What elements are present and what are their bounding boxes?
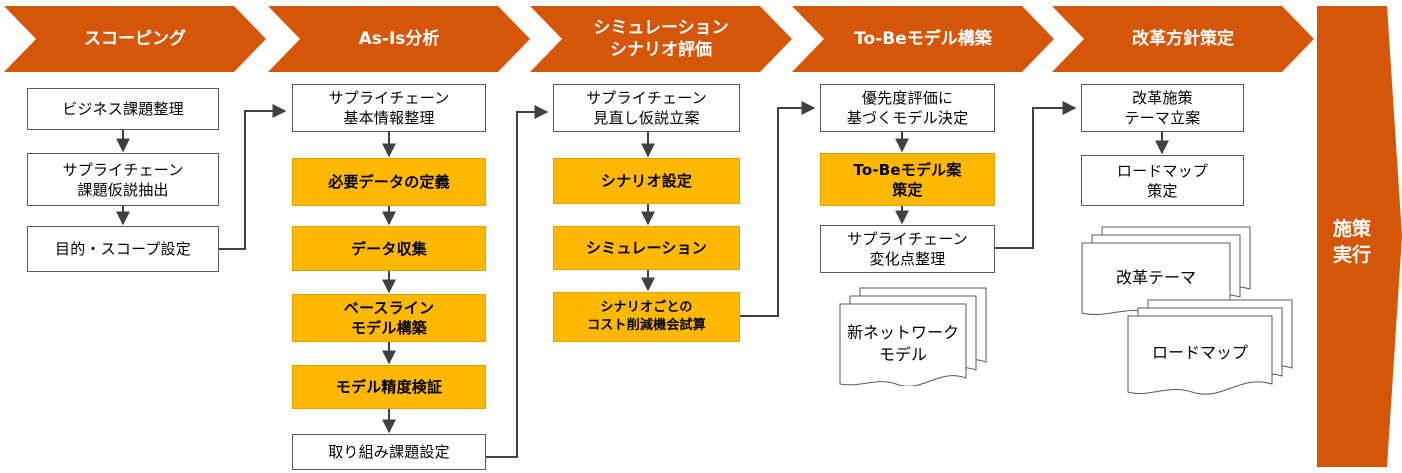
step-issue-hypothesis: サプライチェーン 課題仮説抽出 (27, 153, 219, 206)
phase-title: As-Is分析 (358, 29, 440, 49)
document-stack-icon (1081, 226, 1251, 316)
step-priority-model: 優先度評価に 基づくモデル決定 (820, 84, 995, 132)
step-set-issues: 取り組み課題設定 (292, 434, 486, 470)
output-label: ロードマップ (1151, 343, 1248, 362)
step-model-validation: モデル精度検証 (292, 365, 486, 409)
step-basic-info: サプライチェーン 基本情報整理 (292, 84, 486, 132)
phase-header-asis: As-Is分析 (268, 6, 530, 72)
step-tobe-draft: To-Beモデル案 策定 (820, 153, 995, 206)
output-label: 改革テーマ (1115, 268, 1196, 287)
chevron-shape (530, 6, 792, 72)
phase-header-tobe: To-Beモデル構築 (792, 6, 1054, 72)
document-stack-icon (1127, 299, 1293, 395)
phase-header-policy: 改革方針策定 (1052, 6, 1314, 72)
chevron-shape (1052, 6, 1314, 72)
elbow-connector (219, 104, 287, 250)
document-stack-icon (839, 287, 987, 386)
step-business-issues: ビジネス課題整理 (27, 88, 219, 130)
step-baseline-model: ベースライン モデル構築 (292, 294, 486, 342)
phase-header-simulation: シミュレーション シナリオ評価 (530, 6, 792, 72)
step-sc-hypothesis: サプライチェーン 見直し仮説立案 (553, 84, 740, 132)
phase-title: 改革方針策定 (1132, 29, 1234, 49)
elbow-connector (995, 101, 1077, 249)
step-cost-reduction: シナリオごとの コスト削減機会試算 (553, 292, 740, 342)
execution-arrow: 施策 実行 (1317, 6, 1402, 467)
execution-title: 施策 実行 (1332, 218, 1371, 266)
elbow-connector (486, 105, 549, 458)
step-scenario-setting: シナリオ設定 (553, 158, 740, 204)
step-reform-theme: 改革施策 テーマ立案 (1081, 84, 1244, 132)
output-network-model: 新ネットワーク モデル (836, 286, 996, 386)
chevron-shape (792, 6, 1054, 72)
step-define-data: 必要データの定義 (292, 158, 486, 206)
step-simulation: シミュレーション (553, 226, 740, 270)
output-label: 新ネットワーク モデル (846, 323, 959, 364)
phase-title: スコーピング (84, 29, 186, 49)
phase-header-scoping: スコーピング (4, 6, 266, 72)
execution-arrow-shape (1317, 6, 1402, 467)
chevron-shape (4, 6, 266, 72)
chevron-shape (268, 6, 530, 72)
step-change-points: サプライチェーン 変化点整理 (820, 225, 995, 273)
output-roadmap: ロードマップ (1126, 298, 1296, 398)
elbow-connector (740, 101, 816, 317)
output-reform-theme: 改革テーマ (1080, 225, 1255, 317)
step-roadmap: ロードマップ 策定 (1081, 155, 1244, 206)
step-data-collection: データ収集 (292, 226, 486, 271)
step-objective-scope: 目的・スコープ設定 (27, 226, 219, 272)
phase-title: シミュレーション シナリオ評価 (593, 18, 729, 60)
phase-title: To-Beモデル構築 (854, 29, 992, 49)
